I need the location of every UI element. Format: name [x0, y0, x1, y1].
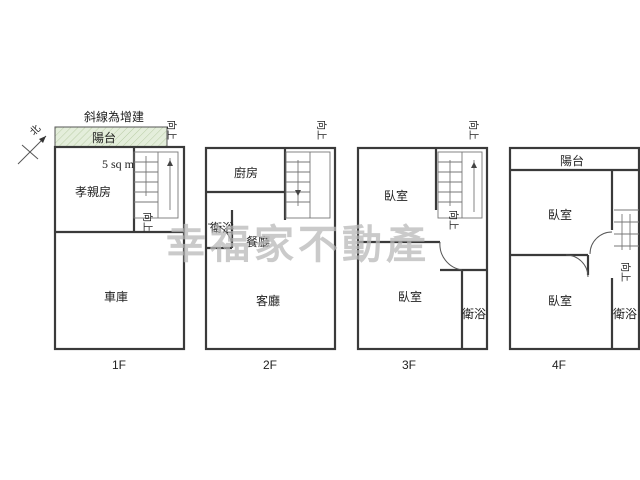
- f2-living: 客廳: [256, 293, 280, 308]
- floor-1-plan: 斜線為增建 陽台 向上 向上 5 sq m 孝親房 車庫 1F: [53, 109, 186, 372]
- f2-staircase: [285, 151, 331, 219]
- f1-room-elder: 孝親房: [75, 184, 111, 199]
- f4-bedroom-top: 臥室: [548, 207, 572, 222]
- f3-bath: 衛浴: [462, 307, 486, 321]
- f1-staircase: [133, 151, 179, 219]
- f2-kitchen: 廚房: [234, 165, 258, 180]
- f4-stair-up-label: 向上: [619, 262, 632, 282]
- f1-area-note: 5 sq m: [102, 157, 135, 171]
- f1-stair-up-label-a: 向上: [165, 120, 178, 140]
- north-label: 北: [28, 123, 44, 139]
- floor-2-plan: 向上 廚房 衛浴 餐廳 客廳 2F: [204, 120, 337, 372]
- f2-dining: 餐廳: [246, 234, 270, 249]
- north-compass-icon: 北: [17, 123, 47, 165]
- f4-bedroom-bottom: 臥室: [548, 293, 572, 308]
- f2-floor-label: 2F: [263, 358, 277, 372]
- f3-bedroom-bottom: 臥室: [398, 289, 422, 304]
- f3-staircase: [437, 151, 483, 219]
- f1-stair-up-label-b: 向上: [141, 212, 154, 232]
- f3-bedroom-top: 臥室: [384, 188, 408, 203]
- f4-balcony: 陽台: [560, 153, 584, 168]
- addition-hatch-area: [55, 127, 167, 147]
- f1-balcony-label: 陽台: [92, 130, 116, 145]
- f3-stair-up-label-a: 向上: [467, 120, 480, 140]
- addition-note: 斜線為增建: [84, 109, 144, 124]
- f4-staircase: [614, 209, 639, 250]
- f3-floor-label: 3F: [402, 358, 416, 372]
- f4-floor-label: 4F: [552, 358, 566, 372]
- watermark-text: 幸福家不動產: [166, 222, 430, 268]
- floor-4-plan: 向上 陽台 臥室 臥室 衛浴 4F: [508, 146, 640, 372]
- f3-stair-up-label-b: 向上: [447, 210, 460, 230]
- f1-room-garage: 車庫: [104, 290, 128, 304]
- f1-floor-label: 1F: [112, 358, 126, 372]
- floor-3-plan: 向上 向上 臥室 臥室 衛浴 3F: [356, 120, 489, 372]
- f2-stair-up-label: 向上: [315, 120, 328, 140]
- f4-bath: 衛浴: [613, 307, 637, 321]
- f2-bath: 衛浴: [210, 221, 234, 235]
